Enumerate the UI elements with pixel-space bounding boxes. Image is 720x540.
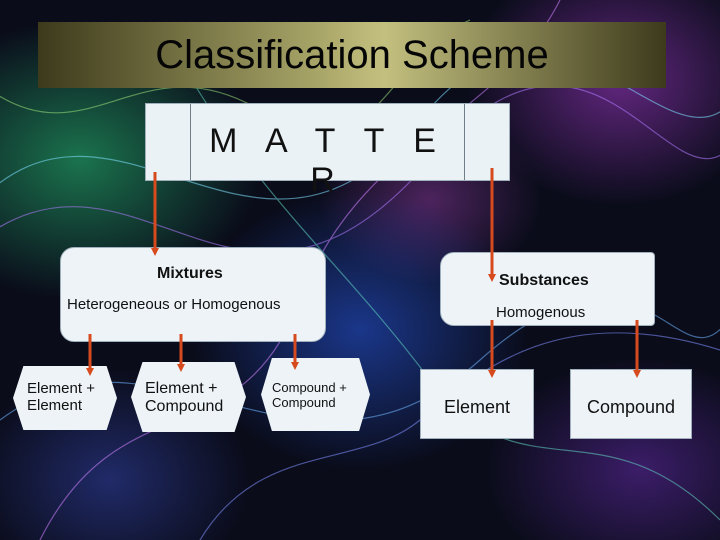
- compound-label: Compound: [586, 397, 676, 417]
- mixtures-box: Mixtures Heterogeneous or Homogenous: [60, 247, 326, 342]
- substances-title: Substances: [499, 272, 589, 289]
- node-line2: Compound: [272, 394, 336, 410]
- element-label: Element: [443, 397, 511, 417]
- node-line1: Compound +: [272, 380, 347, 395]
- page-title: Classification Scheme: [155, 32, 549, 77]
- element-node: Element: [420, 369, 534, 439]
- matter-divider-right: [464, 104, 465, 180]
- compound-node: Compound: [570, 369, 692, 439]
- matter-box: M A T T E R: [145, 103, 510, 199]
- substances-subtitle: Homogenous: [496, 304, 586, 321]
- node-line2: Element: [27, 397, 83, 415]
- matter-label: M A T T E R: [209, 122, 446, 199]
- title-banner: Classification Scheme: [38, 22, 666, 88]
- mixtures-title: Mixtures: [157, 265, 223, 282]
- compound-compound-node: Compound + Compound: [261, 358, 370, 431]
- matter-divider-left: [190, 104, 191, 180]
- substances-box: Substances Homogenous: [440, 252, 655, 326]
- element-element-node: Element + Element: [13, 366, 117, 430]
- node-line2: Compound: [145, 398, 224, 416]
- node-line1: Element +: [27, 380, 95, 397]
- mixtures-subtitle: Heterogeneous or Homogenous: [67, 296, 281, 313]
- node-line1: Element +: [145, 380, 218, 397]
- element-compound-node: Element + Compound: [131, 362, 246, 432]
